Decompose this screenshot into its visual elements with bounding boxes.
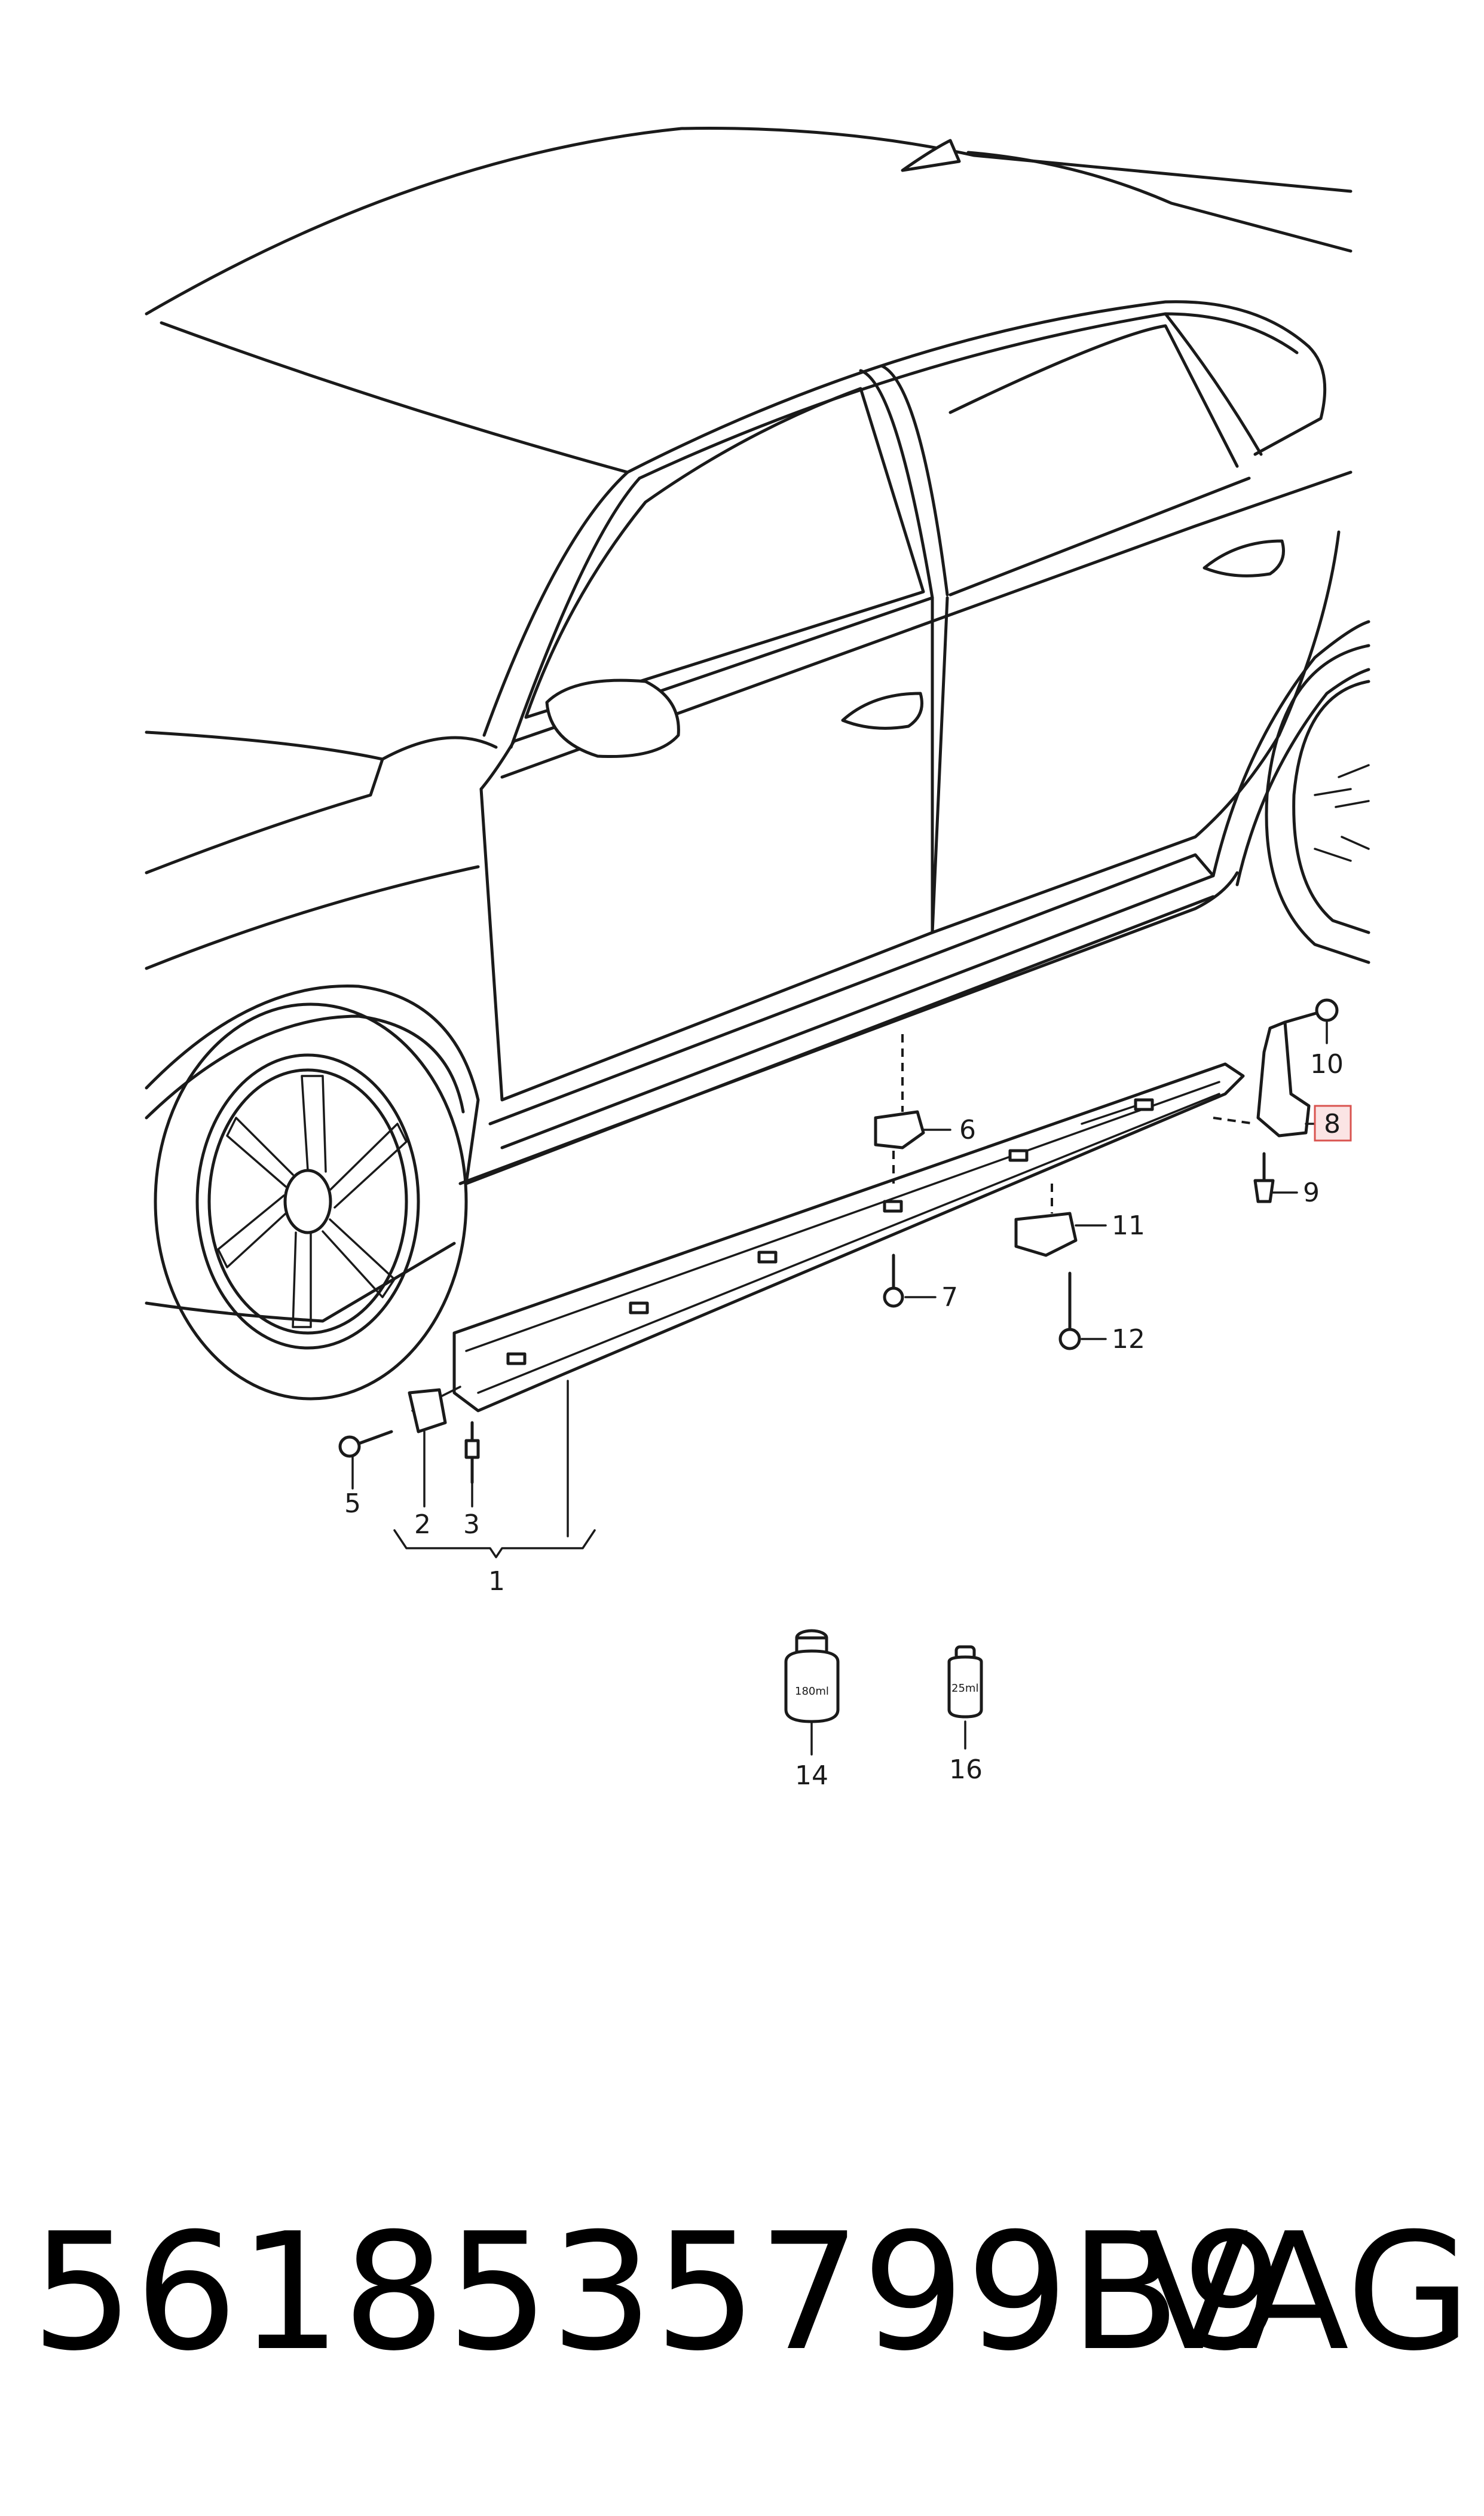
part-5-screw — [338, 1430, 393, 1458]
part-6-bracket — [874, 1034, 925, 1184]
skirt-clip — [1134, 1098, 1154, 1111]
bottle-180ml: 180ml — [784, 1629, 840, 1723]
car-body-outline — [145, 127, 1370, 1323]
part-number: 5618535799B9 — [31, 2198, 1286, 2386]
callout-1: 1 — [488, 1566, 505, 1597]
rear-wheel — [1265, 644, 1370, 964]
skirt-clip — [757, 1251, 778, 1264]
callout-numbers: 5 2 3 1 6 7 8 9 10 11 12 14 16 — [344, 1049, 1352, 1791]
callout-8-highlight — [1314, 1105, 1352, 1142]
skirt-clip — [506, 1352, 527, 1365]
bottle-180ml-label: 180ml — [795, 1685, 829, 1698]
callout-12: 12 — [1112, 1324, 1145, 1355]
skirt-clip — [629, 1301, 649, 1314]
brand-name: VAG — [1139, 2198, 1471, 2386]
callout-11: 11 — [1112, 1210, 1145, 1241]
callout-5: 5 — [344, 1488, 361, 1519]
callout-6: 6 — [959, 1115, 976, 1145]
callout-16: 16 — [949, 1754, 983, 1785]
callout-3: 3 — [463, 1509, 480, 1540]
callout-10: 10 — [1310, 1049, 1344, 1080]
callout-leaders — [351, 1021, 1328, 1756]
callout-7: 7 — [941, 1282, 958, 1313]
callout-8: 8 — [1324, 1109, 1341, 1139]
part-8-bracket — [1213, 1020, 1311, 1138]
callout-2: 2 — [414, 1509, 431, 1540]
part-9-clip — [1253, 1152, 1275, 1203]
rear-door-handle — [1203, 539, 1285, 577]
bottle-25ml: 25ml — [947, 1645, 983, 1719]
side-skirt — [411, 1062, 1245, 1413]
part-12-screw — [1058, 1271, 1081, 1350]
front-wheel — [154, 1002, 468, 1401]
mirror-shape — [545, 678, 680, 759]
part-7-screw — [883, 1254, 904, 1308]
skirt-clip — [883, 1200, 903, 1213]
part-10-screw — [1283, 998, 1339, 1024]
part-11-clip — [1014, 1184, 1078, 1257]
antenna-shape — [901, 139, 961, 172]
front-door-handle — [841, 692, 923, 730]
part-2-spacer — [408, 1388, 447, 1433]
part-3-clip — [464, 1421, 480, 1484]
front-wheel-spokes — [217, 1075, 408, 1328]
callout-9: 9 — [1303, 1178, 1320, 1208]
bottle-25ml-label: 25ml — [951, 1682, 978, 1695]
callout-14: 14 — [795, 1760, 828, 1791]
skirt-clip — [1008, 1149, 1029, 1162]
